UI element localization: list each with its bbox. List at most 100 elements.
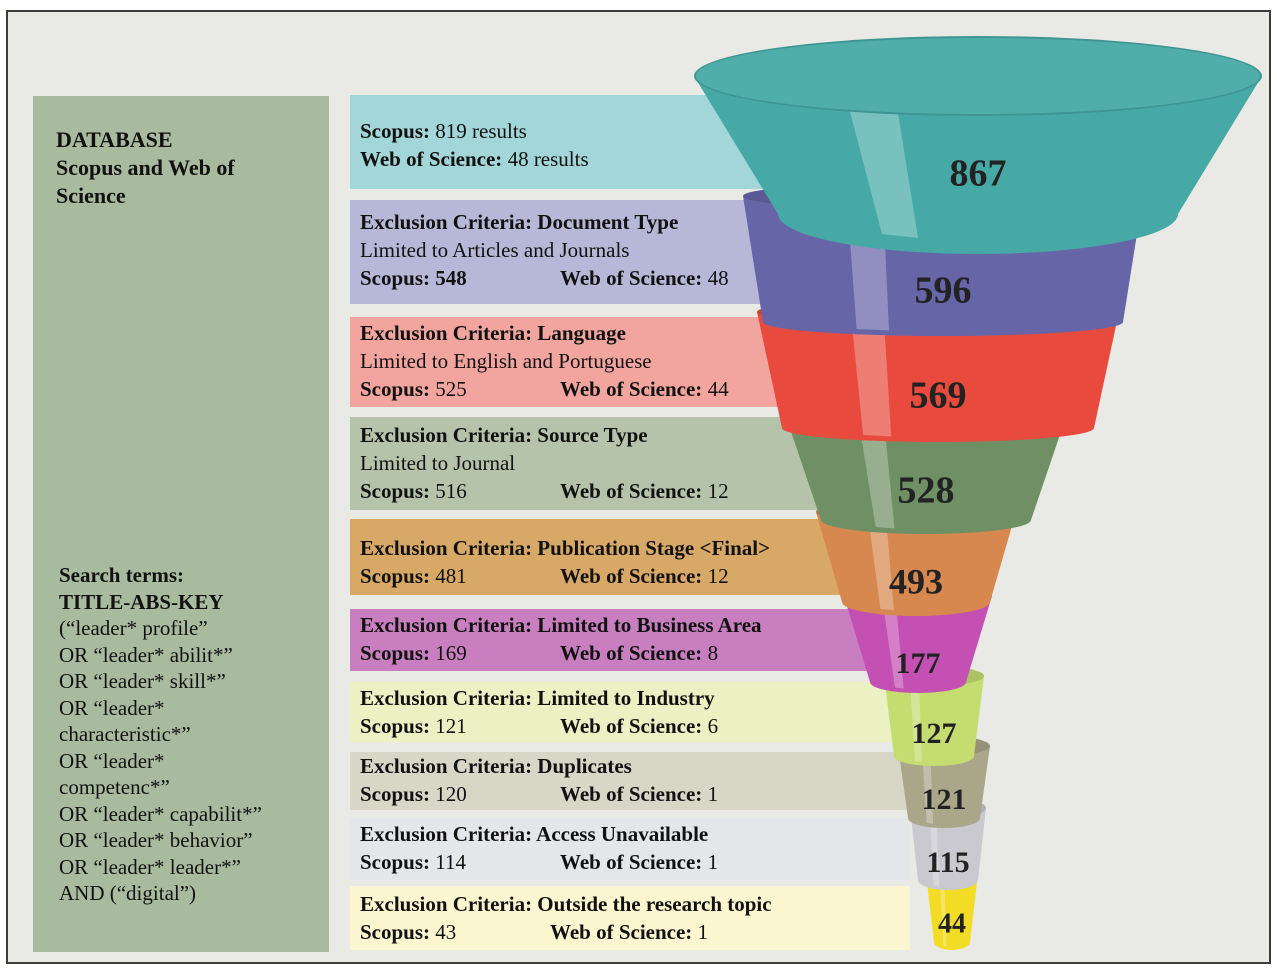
search-term-line: OR “leader*	[59, 695, 165, 720]
funnel-segment-highlight	[841, 80, 918, 238]
funnel-total-label: 867	[950, 153, 1007, 195]
funnel-total-label: 528	[898, 470, 955, 512]
search-terms-field: TITLE-ABS-KEY	[59, 589, 224, 614]
scopus-label: Scopus:	[360, 266, 431, 290]
scopus-value: 121	[435, 714, 467, 738]
wos-count: Web of Science: 12	[560, 562, 729, 590]
scopus-label: Scopus:	[360, 119, 431, 143]
scopus-label: Scopus:	[360, 714, 431, 738]
funnel-segment-highlight	[851, 316, 892, 437]
search-term-line: OR “leader* capabilit*”	[59, 801, 262, 826]
scopus-value: 43	[435, 920, 457, 944]
stage-counts-line: Scopus: 516 Web of Science: 12	[360, 477, 900, 505]
wos-count: Web of Science: 44	[560, 375, 729, 403]
search-term-line: OR “leader* behavior”	[59, 828, 253, 852]
scopus-label: Scopus:	[360, 641, 431, 665]
stage-counts-line: Scopus: 548 Web of Science: 48	[360, 264, 900, 292]
search-term-line: OR “leader*	[59, 748, 165, 773]
wos-count: Web of Science: 6	[560, 712, 718, 740]
wos-count: Web of Science: 1	[560, 848, 718, 876]
search-term-line: characteristic*”	[59, 722, 191, 746]
funnel-segment-highlight	[858, 421, 895, 529]
search-term-line: (“leader* profile”	[59, 616, 208, 640]
funnel-segment-highlight	[910, 680, 922, 762]
funnel-total-label: 127	[912, 717, 957, 750]
wos-count: Web of Science: 8	[560, 639, 718, 667]
stage-criteria: Exclusion Criteria: Outside the research…	[360, 892, 772, 916]
database-title-line: Science	[56, 183, 126, 208]
wos-label: Web of Science:	[560, 782, 703, 806]
stage-counts-line: Scopus: 169 Web of Science: 8	[360, 639, 900, 667]
stage-criteria: Exclusion Criteria: Document Type	[360, 210, 679, 234]
funnel-segment-body	[757, 312, 1119, 442]
search-terms: Search terms: TITLE-ABS-KEY (“leader* pr…	[59, 562, 325, 907]
scopus-label: Scopus:	[360, 377, 431, 401]
funnel-segment-highlight	[939, 878, 947, 947]
database-title-line: DATABASE	[56, 127, 173, 152]
search-term-line: OR “leader* skill*”	[59, 669, 226, 693]
wos-label: Web of Science:	[560, 479, 703, 503]
stage-criteria: Exclusion Criteria: Limited to Industry	[360, 686, 715, 710]
wos-label: Web of Science:	[560, 641, 703, 665]
funnel-segment-body	[816, 512, 1016, 616]
search-term-line: OR “leader* leader*”	[59, 854, 241, 879]
stage-criteria: Exclusion Criteria: Access Unavailable	[360, 822, 709, 846]
scopus-value: 516	[435, 479, 467, 503]
wos-value: 1	[707, 782, 719, 806]
search-terms-heading: Search terms:	[59, 563, 184, 587]
wos-label: Web of Science:	[360, 147, 503, 171]
left-info-panel: DATABASE Scopus and Web of Science Searc…	[33, 96, 329, 952]
stage-counts-line: Scopus: 120 Web of Science: 1	[360, 780, 900, 808]
scopus-label: Scopus:	[360, 782, 431, 806]
funnel-segment-highlight	[868, 516, 894, 611]
scopus-value: 481	[435, 564, 467, 588]
wos-value: 6	[707, 714, 719, 738]
wos-value: 12	[707, 479, 729, 503]
wos-value: 48	[707, 266, 729, 290]
stage-scopus-line: Scopus: 819 results	[360, 117, 900, 145]
wos-value: 8	[707, 641, 719, 665]
funnel-total-label: 115	[926, 846, 969, 879]
wos-label: Web of Science:	[560, 714, 703, 738]
funnel-segment-body	[926, 874, 978, 950]
funnel-total-label: 121	[922, 783, 967, 816]
stage-description: Limited to English and Portuguese	[360, 349, 652, 373]
funnel-segment-body	[786, 417, 1066, 534]
search-term-line: OR “leader* abilit*”	[59, 642, 233, 667]
wos-count: Web of Science: 48	[560, 264, 729, 292]
wos-count: Web of Science: 1	[560, 780, 718, 808]
stage-wos-line: Web of Science: 48 results	[360, 145, 900, 173]
scopus-value: 114	[435, 850, 467, 874]
funnel-segment-body	[884, 676, 984, 766]
wos-count: Web of Science: 1	[550, 918, 708, 946]
stage-criteria: Exclusion Criteria: Limited to Business …	[360, 613, 762, 637]
wos-label: Web of Science:	[560, 377, 703, 401]
funnel-total-label: 44	[938, 908, 966, 939]
scopus-value: 525	[435, 377, 467, 401]
diagram-frame: DATABASE Scopus and Web of Science Searc…	[6, 10, 1271, 964]
stage-band-outside-topic: Exclusion Criteria: Outside the research…	[350, 886, 910, 950]
wos-value: 48 results	[507, 147, 589, 171]
funnel-segment-body	[844, 596, 992, 693]
funnel-segment-body	[694, 76, 1262, 254]
funnel-segment-highlight	[929, 812, 939, 886]
wos-value: 1	[707, 850, 719, 874]
scopus-value: 169	[435, 641, 467, 665]
wos-label: Web of Science:	[560, 564, 703, 588]
funnel-segment-rim-inner	[696, 38, 1260, 114]
wos-label: Web of Science:	[560, 266, 703, 290]
funnel-total-label: 493	[889, 561, 943, 601]
database-title: DATABASE Scopus and Web of Science	[56, 126, 316, 210]
scopus-value: 548	[435, 266, 467, 290]
stage-counts-line: Scopus: 121 Web of Science: 6	[360, 712, 900, 740]
funnel-segment: 867	[694, 36, 1262, 254]
stage-criteria: Exclusion Criteria: Duplicates	[360, 754, 632, 778]
stage-criteria: Exclusion Criteria: Publication Stage <F…	[360, 536, 771, 560]
stage-description: Limited to Journal	[360, 451, 516, 475]
scopus-value: 120	[435, 782, 467, 806]
funnel-segment-body	[898, 746, 990, 828]
scopus-label: Scopus:	[360, 479, 431, 503]
